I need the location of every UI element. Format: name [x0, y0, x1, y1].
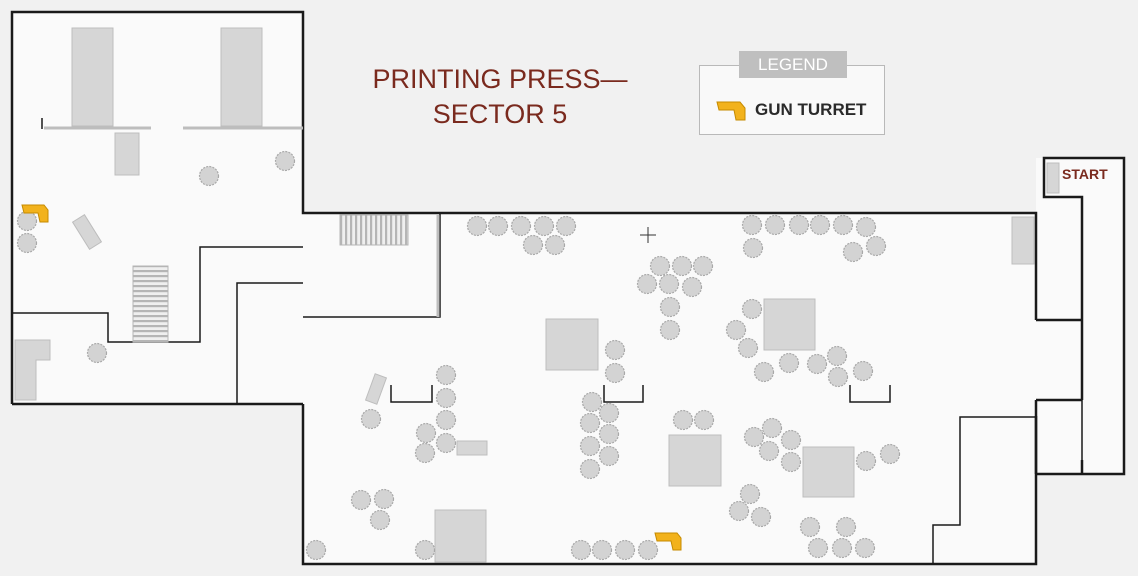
legend-item-label: GUN TURRET [755, 100, 867, 119]
interior-walls [12, 118, 1083, 564]
gun-turret-icon [21, 204, 49, 223]
map-title: PRINTING PRESS— SECTOR 5 [352, 62, 648, 132]
gun-turret-icon [654, 532, 682, 551]
staircase-north [339, 214, 409, 246]
railings [44, 126, 440, 317]
machinery [14, 27, 1060, 563]
start-label: START [1062, 166, 1108, 182]
barrels [16, 150, 901, 561]
map-title-line-1: PRINTING PRESS— [372, 64, 628, 94]
map-title-line-2: SECTOR 5 [432, 99, 568, 129]
outer-walls [10, 10, 1126, 566]
crosshair-icon [640, 227, 656, 243]
legend-heading: LEGEND [739, 51, 847, 78]
legend-item-gun-turret: GUN TURRET [714, 96, 866, 124]
legend: LEGEND GUN TURRET [699, 51, 885, 135]
gun-turret-icon [716, 101, 746, 121]
staircase-west [132, 265, 169, 343]
